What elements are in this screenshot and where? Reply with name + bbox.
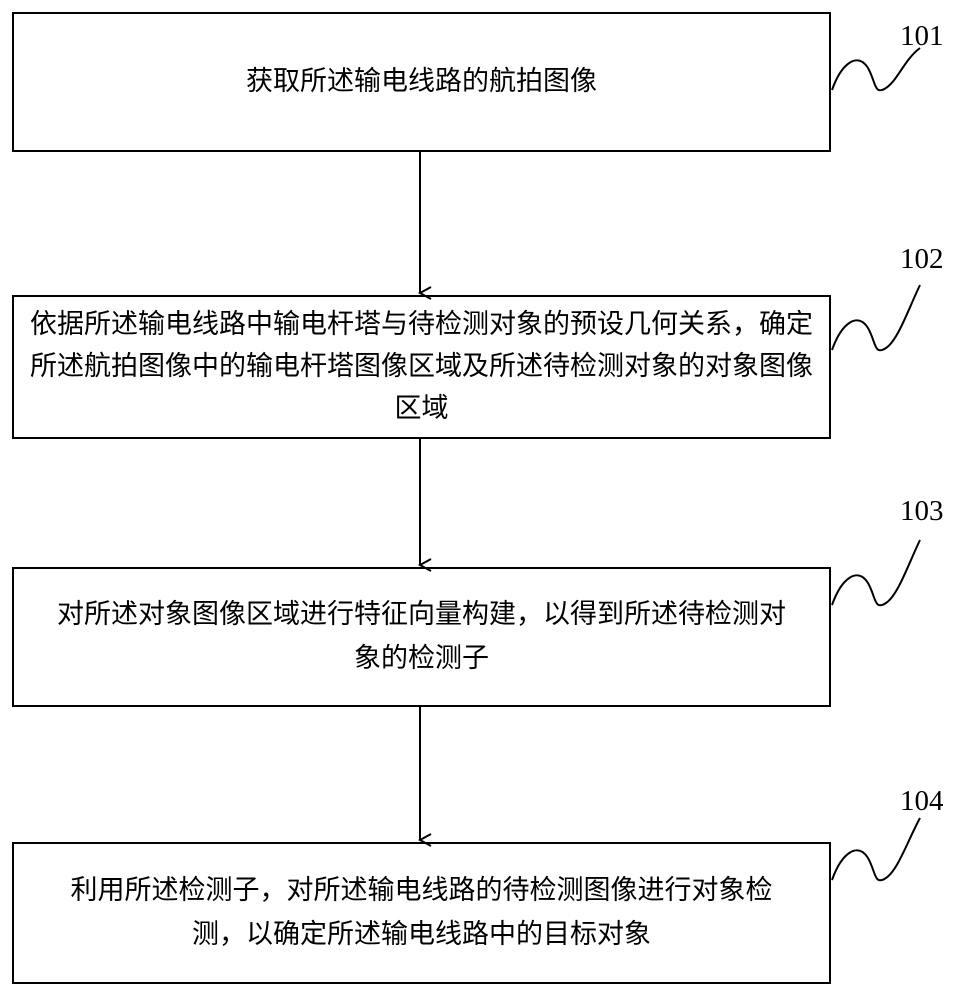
leader-squiggle-101: [831, 47, 921, 92]
step-text-103: 对所述对象图像区域进行特征向量构建，以得到所述待检测对象的检测子: [57, 599, 786, 674]
step-text-101: 获取所述输电线路的航拍图像: [246, 66, 597, 97]
step-box-101: 获取所述输电线路的航拍图像: [12, 12, 831, 152]
step-label-104: 104: [900, 785, 944, 817]
step-text-104: 利用所述检测子，对所述输电线路的待检测图像进行对象检测，以确定所述输电线路中的目…: [70, 875, 773, 950]
step-label-101: 101: [900, 20, 944, 52]
leader-squiggle-104: [831, 817, 921, 882]
step-label-103: 103: [900, 495, 944, 527]
step-label-102: 102: [900, 243, 944, 275]
step-box-103: 对所述对象图像区域进行特征向量构建，以得到所述待检测对象的检测子: [12, 567, 831, 707]
leader-squiggle-103: [831, 539, 921, 607]
leader-squiggle-102: [831, 284, 921, 352]
step-text-102: 依据所述输电线路中输电杆塔与待检测对象的预设几何关系，确定所述航拍图像中的输电杆…: [30, 309, 813, 424]
step-box-104: 利用所述检测子，对所述输电线路的待检测图像进行对象检测，以确定所述输电线路中的目…: [12, 842, 831, 984]
